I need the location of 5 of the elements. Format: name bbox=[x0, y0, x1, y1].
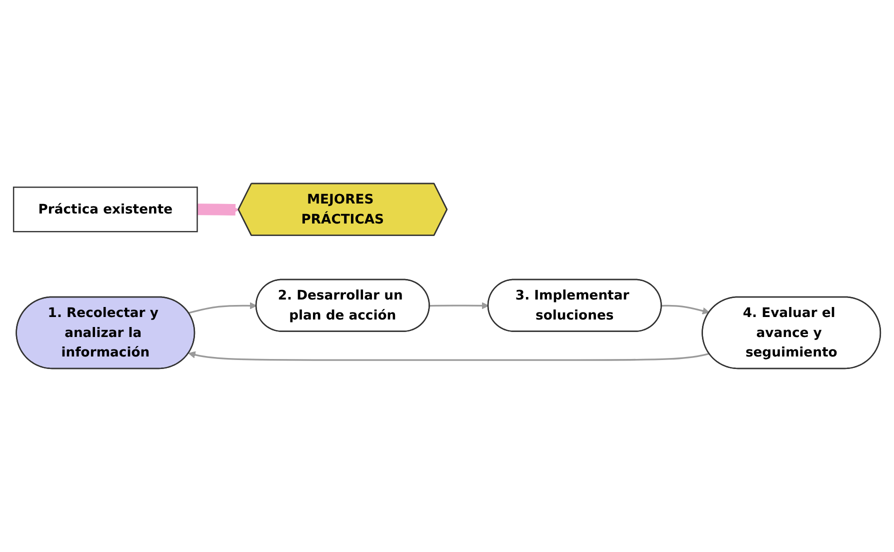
arrow bbox=[188, 302, 257, 314]
node-box: Práctica existente bbox=[12, 186, 198, 232]
arrow bbox=[188, 351, 710, 361]
arrow bbox=[662, 304, 710, 314]
arrow bbox=[430, 302, 489, 310]
